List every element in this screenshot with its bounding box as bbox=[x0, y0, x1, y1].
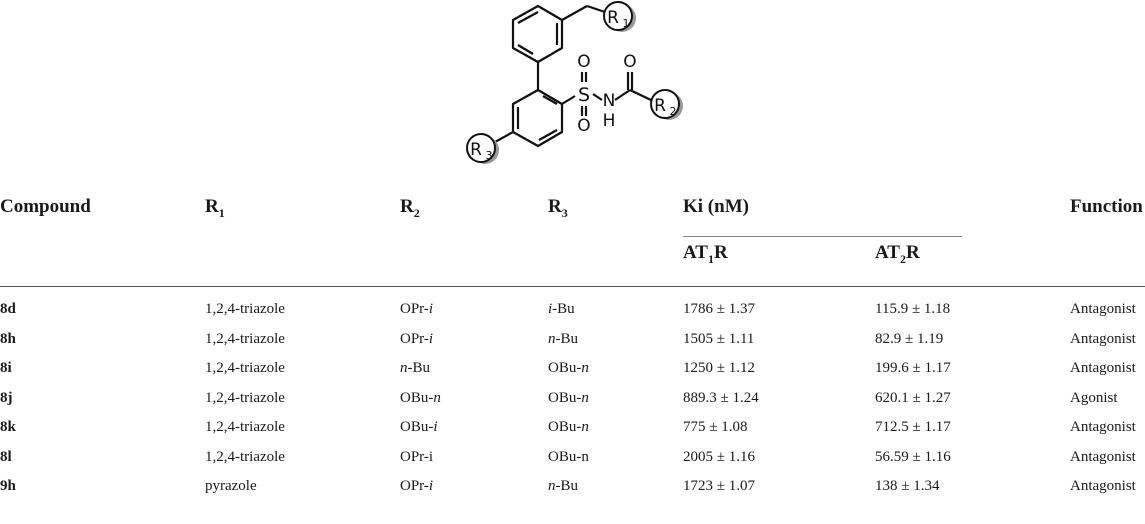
header-function: Function bbox=[1070, 196, 1143, 217]
r1-sub: 1 bbox=[623, 17, 630, 30]
table-row: 8k 1,2,4-triazole OBu-i OBu-n 775 ± 1.08… bbox=[0, 419, 1136, 436]
header-r2: R2 bbox=[400, 196, 420, 220]
r3-label: R bbox=[470, 140, 482, 160]
r1-label: R bbox=[607, 8, 619, 28]
subheader-row: AT1R AT2R bbox=[0, 242, 1145, 287]
header-at1r: AT1R bbox=[683, 242, 728, 266]
compound-table: Compound R1 R2 R3 Ki (nM) Function AT1R … bbox=[0, 190, 1145, 502]
header-r1: R1 bbox=[205, 196, 225, 220]
r3-sub: 3 bbox=[486, 149, 493, 162]
table-row: 8h 1,2,4-triazole OPr-i n-Bu 1505 ± 1.11… bbox=[0, 330, 1136, 347]
oxygen-atom-bottom: O bbox=[577, 116, 590, 136]
header-r3: R3 bbox=[548, 196, 568, 220]
sulfur-atom: S bbox=[578, 84, 590, 106]
oxygen-atom-carbonyl: O bbox=[623, 52, 636, 72]
oxygen-atom-top: O bbox=[577, 52, 590, 72]
table-row: 8j 1,2,4-triazole OBu-n OBu-n 889.3 ± 1.… bbox=[0, 389, 1118, 406]
header-ki: Ki (nM) bbox=[683, 190, 1070, 242]
table-row: 9h pyrazole OPr-i n-Bu 1723 ± 1.07 138 ±… bbox=[0, 478, 1136, 495]
nitrogen-atom: N bbox=[603, 91, 616, 111]
r2-label: R bbox=[654, 96, 666, 116]
hydrogen-atom: H bbox=[603, 111, 616, 131]
table-row: 8d 1,2,4-triazole OPr-i i-Bu 1786 ± 1.37… bbox=[0, 301, 1136, 318]
header-compound: Compound bbox=[0, 196, 91, 217]
header-at2r: AT2R bbox=[875, 242, 920, 266]
header-row: Compound R1 R2 R3 Ki (nM) Function bbox=[0, 190, 1145, 242]
r2-sub: 2 bbox=[670, 105, 677, 118]
table-row: 8l 1,2,4-triazole OPr-i OBu-n 2005 ± 1.1… bbox=[0, 448, 1136, 465]
table-row: 8i 1,2,4-triazole n-Bu OBu-n 1250 ± 1.12… bbox=[0, 360, 1136, 377]
chemical-structure: R 1 R 2 R 3 S O O N H O bbox=[466, 1, 683, 164]
